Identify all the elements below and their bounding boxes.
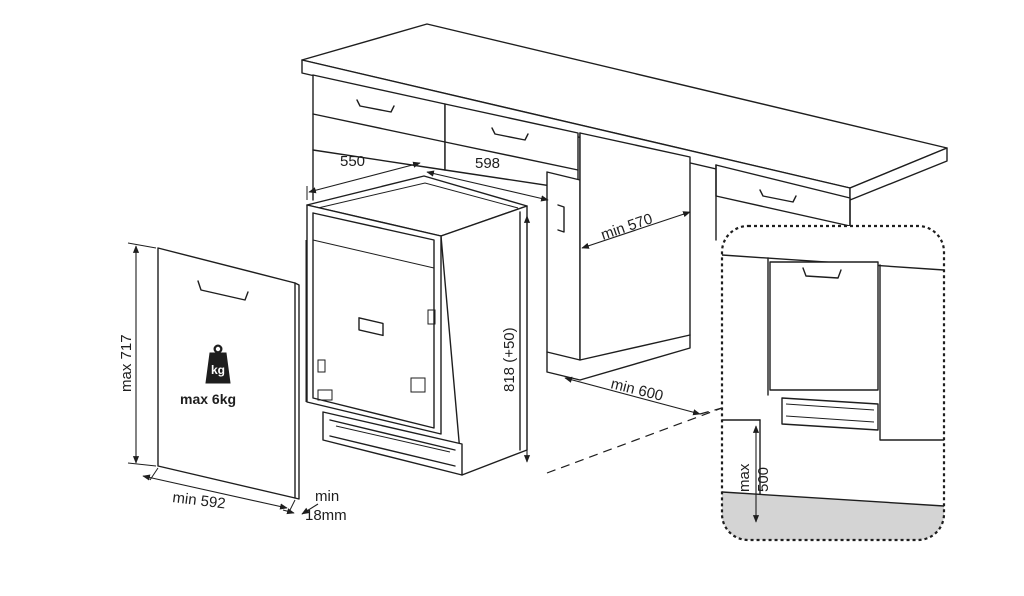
plinth-max-label-line2: 500 [755, 467, 772, 492]
kg-weight-icon: kg [205, 344, 231, 384]
plinth-zone [722, 492, 944, 540]
decor-door-panel: kg max 6kg [157, 247, 300, 500]
max-weight-label: max 6kg [180, 391, 236, 407]
kg-unit-label: kg [211, 363, 225, 377]
door-handle [557, 204, 565, 233]
kitchen-cabinets [301, 23, 948, 381]
mounting-tab [317, 359, 326, 373]
depth-550-label: 550 [340, 153, 365, 170]
door-dimensions: max 717 min 592 min 18mm [118, 242, 347, 524]
zoom-door-handle [802, 267, 842, 279]
control-bracket [358, 317, 384, 337]
drawer-handle [759, 189, 797, 203]
height-818-label: 818 (+50) [501, 327, 518, 392]
zoom-frame [720, 224, 946, 542]
mounting-tab [427, 309, 436, 325]
plinth-max-label-line1: max [736, 463, 753, 492]
drawer-handle [491, 127, 529, 141]
door-handle [197, 280, 249, 301]
door-thickness-label-line2: 18mm [305, 507, 347, 524]
door-width-label: min 592 [172, 489, 227, 512]
zoom-door [769, 261, 879, 391]
mounting-tab [410, 377, 426, 393]
door-height-label: max 717 [118, 334, 135, 392]
niche-depth-label: min 600 [609, 375, 665, 404]
drawer-handle [356, 99, 395, 113]
width-598-label: 598 [475, 155, 500, 172]
plinth-detail-zoom: max 500 [720, 224, 946, 542]
mounting-tab [317, 389, 333, 401]
door-thickness-label-line1: min [315, 488, 339, 505]
side-cabinet-door [546, 171, 581, 361]
dishwasher [305, 175, 528, 476]
